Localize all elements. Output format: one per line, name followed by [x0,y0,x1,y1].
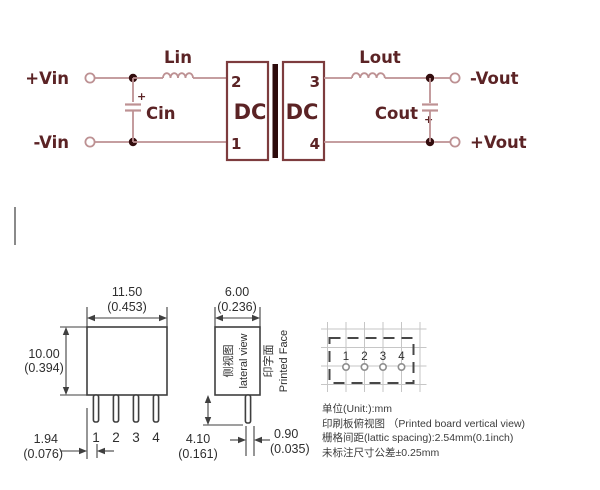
front-pin1-number: 1 [92,430,100,445]
package-outline-dashed [328,337,415,384]
front-pins [92,394,160,423]
pin-length-dim-inch: (0.161) [178,447,218,461]
pin-width-dim-mm: 0.90 [274,427,298,441]
pcb-footprint-view: 1 2 3 4 [321,322,427,392]
capacitor-cin: + Cin [125,78,176,142]
vin-negative-label: -Vin [33,133,69,152]
coil-symbol [351,72,386,79]
front-height-dim-mm: 10.00 [28,347,59,361]
front-width-dim-mm: 11.50 [112,285,142,299]
pcb-pin1-number: 1 [343,351,349,363]
cin-polarity-plus: + [137,90,146,103]
printed-face-label-en: Printed Face [278,330,290,392]
vout-negative-label: -Vout [470,69,519,88]
note-lattice-spacing: 栅格间距(lattic spacing):2.54mm(0.1inch) [322,432,514,444]
side-width-dim-inch: (0.236) [217,300,257,314]
pin-length-dim-mm: 4.10 [186,432,210,446]
pad [341,363,350,372]
pcb-pin2-number: 2 [361,351,367,363]
note-tolerance: 未标注尺寸公差±0.25mm [322,446,440,459]
side-width-dim-mm: 6.00 [225,285,249,299]
lattice-grid [321,322,427,392]
pin3-label: 3 [310,73,320,91]
package-body-front [86,326,168,396]
vin-positive-label: +Vin [25,69,69,88]
pin [152,394,160,423]
pin [112,394,120,423]
vout-positive-label: +Vout [470,133,527,152]
terminal-circle-vout-pos [449,136,461,148]
pin [244,394,252,424]
terminal-circle-vin-pos [84,72,96,84]
pin1-label: 1 [231,135,241,153]
dc-label-left: DC [234,100,267,124]
front-pin2-number: 2 [112,430,120,445]
output-section: Lout + Cout -Vout +Vout [324,48,527,152]
coil-symbol [162,72,194,79]
pin [132,394,140,423]
inductor-lout: Lout [351,48,426,79]
terminal-circle-vout-neg [449,72,461,84]
pin-offset-dim-inch: (0.076) [23,447,63,461]
front-width-dim-inch: (0.453) [107,300,147,314]
capacitor-cout: + Cout [375,78,438,142]
pad [397,363,406,372]
printed-face-label-cn: 印字面 [261,345,275,378]
dc-dc-converter-schematic: +Vin -Vin Lin + Cin [25,48,527,162]
note-board-view: 印刷板俯视图 （Printed board vertical view) [322,417,526,430]
side-view-label-en: lateral view [238,333,250,388]
lout-label: Lout [359,48,401,67]
front-pin4-number: 4 [152,430,160,445]
front-pin3-number: 3 [132,430,140,445]
pin2-label: 2 [231,73,241,91]
drawing-notes: 单位(Unit:):mm 印刷板俯视图 （Printed board verti… [322,402,525,460]
cout-polarity-plus: + [424,113,433,126]
pin-offset-dim-mm: 1.94 [34,432,58,446]
pin-width-dim-inch: (0.035) [270,442,310,456]
pad [378,363,387,372]
pad [360,363,369,372]
front-view: 11.50 (0.453) 10.00 (0.394) [23,285,168,461]
dc-dc-blocks: 2 1 DC 3 4 DC [225,60,326,162]
pcb-pads [341,363,406,372]
pcb-pin4-number: 4 [398,351,405,363]
inductor-lin: Lin [162,48,227,79]
dc-block-secondary [281,60,326,162]
cin-label: Cin [146,104,176,123]
package-dimension-drawing: 11.50 (0.453) 10.00 (0.394) [23,285,427,461]
dc-label-right: DC [286,100,319,124]
front-height-dim-inch: (0.394) [24,361,64,375]
pin4-label: 4 [310,135,320,153]
dc-block-primary [225,60,270,162]
cout-label: Cout [375,104,418,123]
lin-label: Lin [164,48,192,67]
note-units: 单位(Unit:):mm [322,403,392,415]
side-view: 6.00 (0.236) 侧视图 lateral view 印字面 Printe… [178,285,309,461]
terminal-circle-vin-neg [84,136,96,148]
pin [92,394,100,423]
input-section: +Vin -Vin Lin + Cin [25,48,227,152]
text-cursor-bar [14,207,16,245]
side-view-label-cn: 侧视图 [221,345,235,378]
package-body-side [214,326,261,396]
transformer-isolation-bar [272,64,278,158]
pcb-pin3-number: 3 [380,351,386,363]
